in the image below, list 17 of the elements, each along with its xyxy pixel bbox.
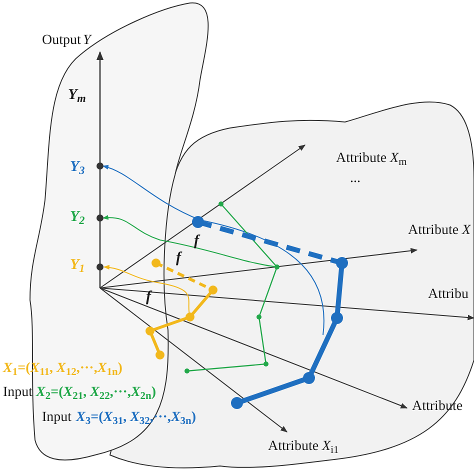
axis-label: Output xyxy=(42,34,81,48)
axis-label: Attribute X$_{m}$ xyxy=(336,152,407,166)
output-label: Y$_{2}$ xyxy=(70,210,85,225)
output-label: Y$_{1}$ xyxy=(70,258,85,273)
axis-label: ... xyxy=(350,172,360,186)
axis-label: Attribute X$_{i1}$ xyxy=(268,440,339,454)
function-label: f xyxy=(176,251,181,266)
function-label: f xyxy=(146,290,151,305)
input-formula: X$_{2}$=(X$_{21}$, X$_{22}$,···,X$_{2n}$) xyxy=(36,386,156,400)
axis-label: Attribute X xyxy=(408,224,471,238)
axis-label: Input xyxy=(3,386,33,400)
axis-label: Y xyxy=(83,34,91,48)
axis-label: Input xyxy=(42,411,72,425)
output-label: Y$_{m}$ xyxy=(68,88,86,103)
axis-label: Attribu xyxy=(428,288,468,302)
function-label: f xyxy=(194,234,199,249)
output-label: Y$_{3}$ xyxy=(70,160,85,175)
